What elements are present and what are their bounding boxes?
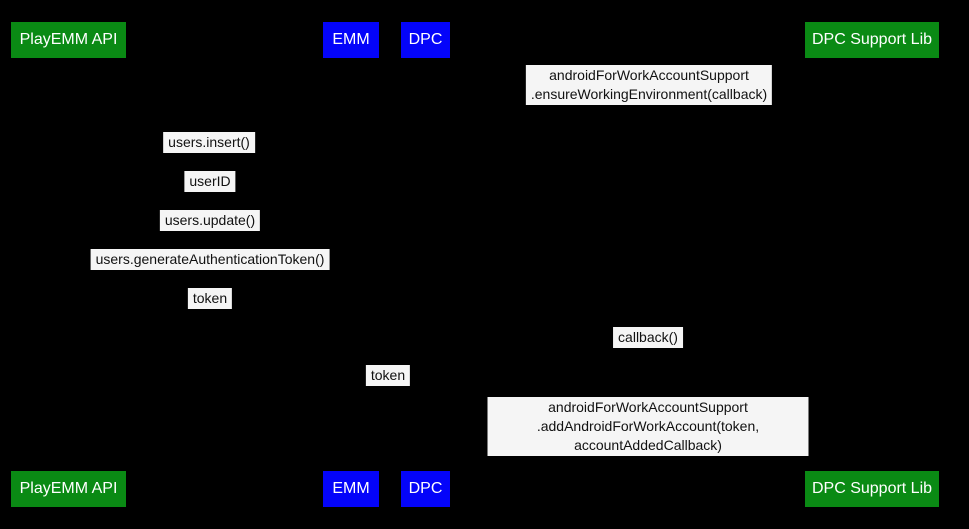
actor-playemm-api-top: PlayEMM API <box>11 22 126 58</box>
actor-dpc-top: DPC <box>401 22 450 58</box>
actor-dpc-bottom: DPC <box>401 471 450 507</box>
actor-emm-top: EMM <box>323 22 379 58</box>
message-label-3: userID <box>184 171 236 192</box>
message-label-6: token <box>187 288 233 309</box>
message-label-9: androidForWorkAccountSupport .addAndroid… <box>487 397 809 456</box>
message-label-1: androidForWorkAccountSupport .ensureWork… <box>525 65 773 105</box>
actor-dpc-support-lib-top: DPC Support Lib <box>805 22 939 58</box>
actor-emm-bottom: EMM <box>323 471 379 507</box>
message-label-8: token <box>365 365 411 386</box>
actor-dpc-support-lib-bottom: DPC Support Lib <box>805 471 939 507</box>
message-label-2: users.insert() <box>163 132 255 153</box>
message-label-4: users.update() <box>159 210 261 231</box>
message-label-7: callback() <box>613 327 683 348</box>
message-label-5: users.generateAuthenticationToken() <box>90 249 330 270</box>
actor-playemm-api-bottom: PlayEMM API <box>11 471 126 507</box>
